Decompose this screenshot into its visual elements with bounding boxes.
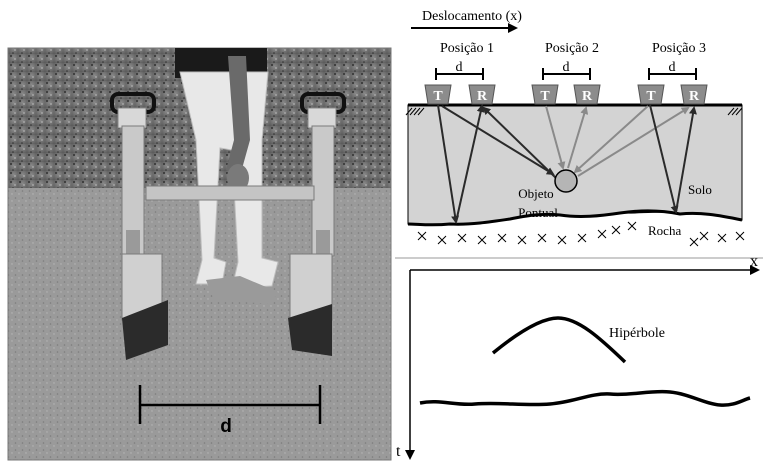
position-label-1: Posição 1 [440,41,494,56]
x-axis-label: x [750,253,758,270]
photo-antenna-right [288,92,346,356]
survey-schematic: Deslocamento (x) Posição 1 Posição 2 Pos… [405,9,745,247]
object-label-line1: Objeto [518,186,553,201]
operator-hand [227,164,249,192]
distance-label-3: d [669,60,676,75]
gpr-photo: d [7,47,392,461]
operator [175,48,279,304]
transmitter-antenna-3 [637,84,665,105]
photo-distance-marker: d [138,385,322,437]
transmitter-label-3: T [646,89,656,104]
receiver-label-2: R [582,89,593,104]
photo-distance-label: d [220,416,232,437]
distance-marker-1: d [435,60,484,80]
rock-interface [407,209,743,227]
antenna-pair-2: T R [531,84,601,105]
receiver-antenna-3 [680,84,708,105]
transmitter-label-2: T [540,89,550,104]
antenna-pair-1: T R [424,84,496,105]
displacement-label: Deslocamento (x) [422,9,522,24]
position-label-3: Posição 3 [652,41,706,56]
object-label-line2: Pontual [518,205,558,220]
receiver-label-1: R [477,89,488,104]
distance-label-2: d [563,60,570,75]
photo-antenna-left [110,92,168,360]
antenna-pair-3: T R [637,84,708,105]
distance-marker-2: d [542,60,591,80]
rock-label: Rocha [648,223,681,238]
transmitter-antenna-1 [424,84,452,105]
distance-label-1: d [456,60,463,75]
hyperbola-curve [491,316,627,364]
hyperbola-label: Hipérbole [609,326,665,341]
transmitter-label-1: T [433,89,443,104]
t-axis-label: t [396,443,401,460]
operator-shoe [206,276,278,304]
rock-reflection-curve [419,389,751,407]
receiver-antenna-2 [573,84,601,105]
receiver-label-3: R [689,89,700,104]
distance-marker-3: d [648,60,697,80]
point-object [554,169,578,193]
soil-label: Solo [688,182,712,197]
operator-arm [226,56,250,176]
ray-paths-position-2 [545,105,589,170]
surface-hatch-right [727,107,743,116]
radargram-sketch: x t Hipérbole [396,253,760,460]
rock-texture [417,221,745,247]
surface-hatch-left [405,107,425,116]
position-label-2: Posição 2 [545,41,599,56]
ray-paths-position-1 [437,104,557,224]
ray-paths-position-3 [573,104,697,214]
photo-crossbar [145,185,315,201]
receiver-antenna-1 [468,84,496,105]
transmitter-antenna-2 [531,84,559,105]
